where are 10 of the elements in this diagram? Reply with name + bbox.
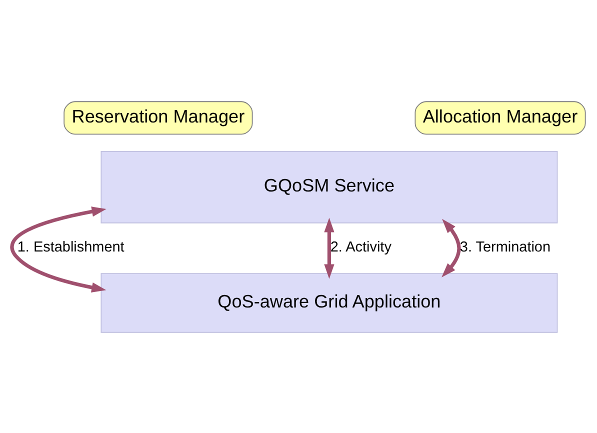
arrow <box>10 206 106 292</box>
edge-label: 2. Activity <box>330 239 392 256</box>
edge-label: 1. Establishment <box>17 239 124 256</box>
node-box: GQoSM Service <box>100 150 558 223</box>
node-box: QoS-aware Grid Application <box>100 272 558 332</box>
edge-label: 3. Termination <box>460 239 551 256</box>
node-box: Reservation Manager <box>64 100 253 134</box>
arrow <box>442 218 461 277</box>
node-box: Allocation Manager <box>414 100 586 134</box>
arrow <box>324 217 334 278</box>
